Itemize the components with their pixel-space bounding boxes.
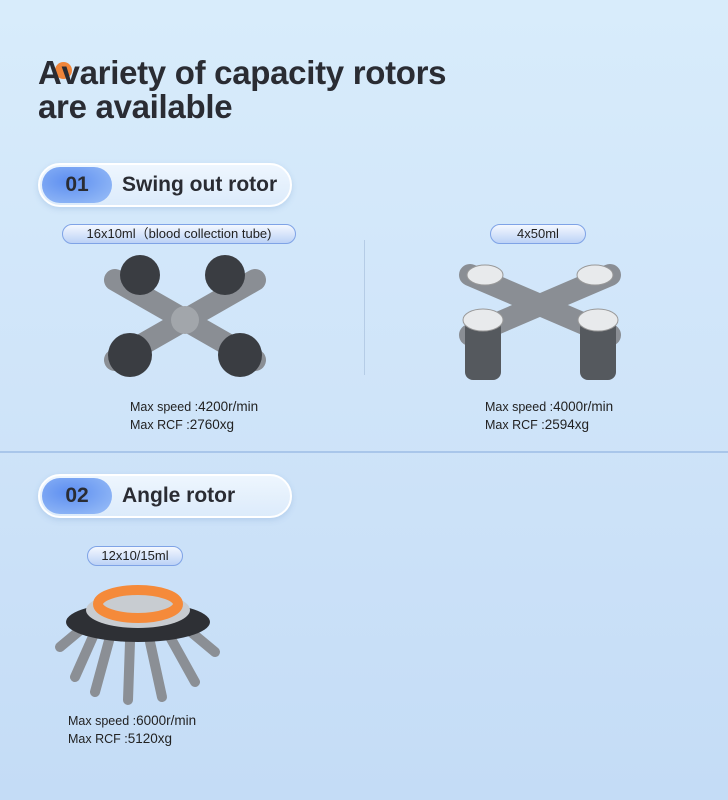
speed-label: Max speed :	[130, 400, 199, 414]
section-number: 01	[42, 167, 112, 203]
swing-rotor-16-specs: Max speed :4200r/min Max RCF :2760xg	[130, 398, 258, 434]
speed-label: Max speed :	[68, 714, 137, 728]
page-title: Avariety of capacity rotors are availabl…	[38, 54, 447, 125]
rcf-value: 2760xg	[189, 417, 235, 432]
rcf-value: 5120xg	[127, 731, 173, 746]
angle-rotor-specs: Max speed :6000r/min Max RCF :5120xg	[68, 712, 196, 748]
section-header-angle: 02 Angle rotor	[38, 474, 292, 518]
speed-value: 4200r/min	[198, 399, 259, 414]
swing-rotor-16-tube-image	[104, 255, 266, 377]
section-label: Swing out rotor	[122, 173, 278, 196]
speed-value: 4000r/min	[553, 399, 614, 414]
capacity-tag: 16x10ml（blood collection tube)	[62, 224, 296, 244]
speed-value: 6000r/min	[136, 713, 197, 728]
rcf-label: Max RCF :	[130, 418, 190, 432]
rcf-value: 2594xg	[544, 417, 590, 432]
section-label: Angle rotor	[122, 484, 236, 507]
rcf-label: Max RCF :	[485, 418, 545, 432]
section-header-swing-out: 01 Swing out rotor	[38, 163, 292, 207]
section-divider	[0, 451, 728, 453]
speed-label: Max speed :	[485, 400, 554, 414]
title-line1: variety of capacity rotors	[61, 54, 447, 91]
column-divider	[364, 240, 365, 375]
rcf-label: Max RCF :	[68, 732, 128, 746]
title-first-letter: A	[38, 54, 62, 91]
swing-rotor-4-specs: Max speed :4000r/min Max RCF :2594xg	[485, 398, 613, 434]
angle-rotor-image	[55, 585, 220, 705]
title-line2: are available	[38, 88, 233, 125]
capacity-tag: 12x10/15ml	[87, 546, 183, 566]
swing-rotor-4-bucket-image	[459, 264, 621, 380]
section-number: 02	[42, 478, 112, 514]
capacity-tag: 4x50ml	[490, 224, 586, 244]
